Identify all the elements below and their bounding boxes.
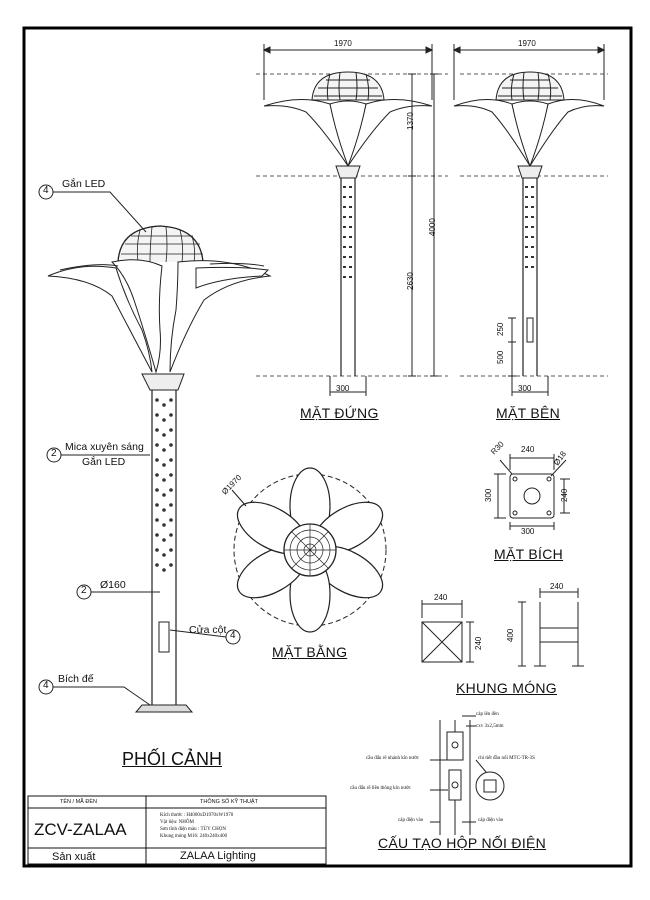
spec-list: Kích thước : H4000xD1970xW1970 Vật liệu:… (160, 812, 233, 840)
junction-note-cable-up: cáp lên đèn (476, 712, 499, 717)
callout-num-base: 4 (43, 680, 49, 691)
callout-label-led-top: Gắn LED (62, 178, 106, 190)
view-title-flange: MẶT BÍCH (494, 546, 564, 562)
spec-line: Sơn tĩnh điện màu : TÙY CHỌN (160, 827, 226, 832)
title-block-name-header: TÊN / MÃ ĐÈN (60, 799, 97, 805)
outer-frame (22, 26, 633, 868)
dim-total-height: 4000 (428, 218, 437, 236)
dim-flange-top: 240 (521, 445, 535, 454)
foundation-view (421, 588, 584, 667)
perspective-mica-holes (155, 398, 173, 572)
callout-label-mica-line2: Gắn LED (82, 456, 126, 468)
callout-label-diameter: Ø160 (100, 579, 126, 591)
junction-note-branch: cầu đấu rẽ nhánh kín nước (366, 756, 419, 761)
callout-label-mica-line1: Mica xuyên sáng (65, 441, 144, 453)
flange-view (494, 454, 570, 530)
dim-side-width: 1970 (518, 39, 536, 48)
callout-label-door: Cửa cột (189, 624, 227, 636)
dim-door-height: 250 (496, 322, 505, 336)
junction-note-joint: cầu đấu rẽ liền thông kín nước (350, 786, 411, 791)
callout-num-diameter: 2 (81, 585, 87, 596)
view-title-plan: MẶT BẰNG (272, 644, 348, 660)
dim-front-base: 300 (336, 384, 350, 393)
spec-line: Vật liệu: NHÔM (160, 820, 194, 825)
perspective-collar (141, 373, 185, 391)
plan-view (231, 467, 387, 633)
side-view (452, 44, 608, 396)
perspective-petal-right-far (195, 266, 270, 289)
title-block (27, 795, 327, 865)
spec-line: Kích thước : H4000xD1970xW1970 (160, 813, 234, 818)
maker-label: Sản xuất (52, 851, 96, 863)
callout-label-base: Bích đế (58, 673, 94, 685)
maker-name: ZALAA Lighting (180, 850, 256, 862)
perspective-callouts (38, 184, 241, 706)
junction-note-cable-in-left: cáp điện vào (398, 818, 424, 823)
callout-num-door: 4 (230, 630, 236, 641)
title-block-spec-header: THÔNG SỐ KỸ THUẬT (200, 799, 258, 805)
dim-found-side: 240 (474, 636, 483, 650)
front-view (256, 44, 448, 396)
junction-note-detail: chi tiết đầu nối MTC-TR-3S (478, 756, 535, 761)
view-title-foundation: KHUNG MÓNG (456, 680, 557, 696)
view-title-perspective: PHỐI CẢNH (122, 749, 223, 769)
perspective-lamp (47, 225, 272, 713)
junction-note-cxv: cxv 3x2,5mm (476, 724, 504, 729)
perspective-led-globe (117, 225, 204, 263)
dim-door-offset: 500 (496, 350, 505, 364)
perspective-door (158, 621, 170, 653)
front-mica-holes (343, 186, 352, 278)
junction-box-view (430, 715, 505, 835)
dim-found2-height: 400 (506, 628, 515, 642)
perspective-base-flange (134, 704, 194, 713)
dim-found2-top: 240 (550, 582, 564, 591)
view-title-junction: CẤU TẠO HỘP NỐI ĐIỆN (378, 835, 547, 851)
dim-head-height: 1370 (406, 112, 415, 130)
spec-line: Khung móng M16: 240x240x400 (160, 834, 228, 839)
perspective-pole (151, 390, 177, 705)
side-mica-holes (525, 186, 534, 268)
view-title-front: MẶT ĐỨNG (300, 405, 379, 421)
view-title-side: MẶT BÊN (496, 405, 561, 421)
dim-found-top: 240 (434, 593, 448, 602)
junction-note-cable-in-right: cáp điện vào (478, 818, 504, 823)
callout-num-led-top: 4 (43, 185, 49, 196)
dim-flange-bottom: 300 (521, 527, 535, 536)
product-code: ZCV-ZALAA (34, 820, 127, 839)
dim-shaft-height: 2630 (406, 272, 415, 290)
dim-front-width: 1970 (334, 39, 352, 48)
dim-side-base: 300 (518, 384, 532, 393)
callout-num-mica: 2 (51, 448, 57, 459)
perspective-petal-left-far (47, 265, 153, 373)
dim-flange-right: 240 (560, 488, 569, 502)
perspective-petal-left (110, 259, 163, 374)
dim-flange-left: 300 (484, 488, 493, 502)
